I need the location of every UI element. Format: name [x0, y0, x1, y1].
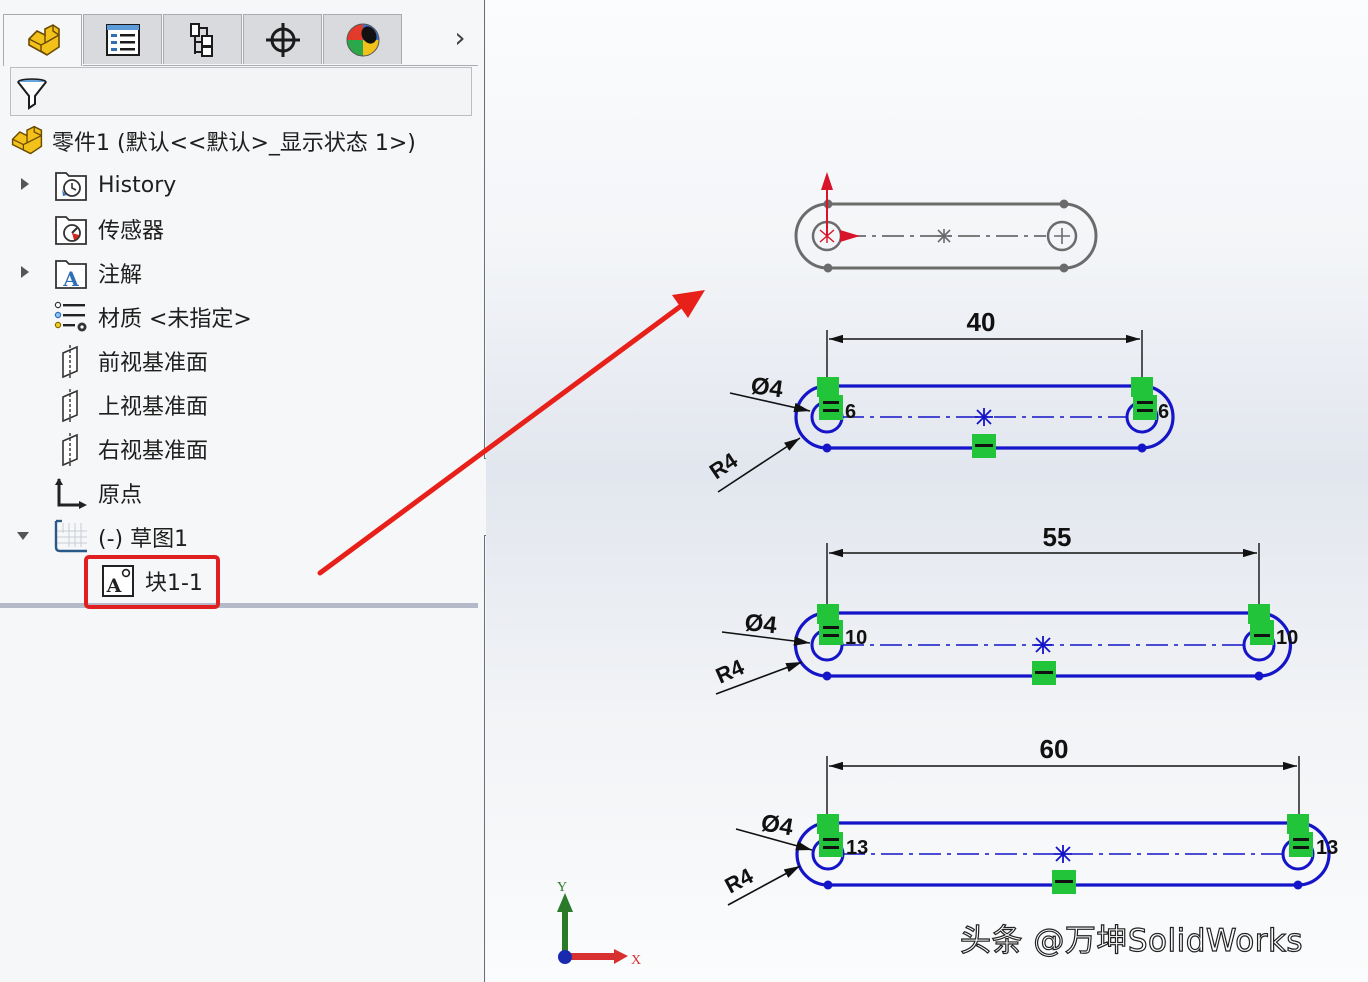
- plane-icon: [62, 433, 78, 467]
- propertymanager-tab[interactable]: [83, 14, 162, 64]
- sensors-folder-icon: [55, 216, 87, 245]
- svg-text:A: A: [106, 575, 122, 597]
- relation-markers: [817, 604, 1274, 685]
- svg-text:40: 40: [967, 307, 996, 337]
- annotations-folder-icon: A: [55, 260, 87, 291]
- appearance-ball-icon: [346, 23, 379, 56]
- tree-item-label: History: [98, 172, 177, 198]
- origin-red-triad: [819, 172, 860, 243]
- tree-item-label: 原点: [98, 483, 143, 508]
- svg-text:10: 10: [845, 627, 867, 649]
- svg-text:60: 60: [1040, 734, 1069, 764]
- expand-caret-icon[interactable]: [18, 265, 32, 279]
- block-preview: [794, 199, 1098, 273]
- tree-item-annotations[interactable]: A 注解: [52, 253, 142, 293]
- history-folder-icon: [55, 172, 87, 201]
- tree-item-label: 块1-1: [145, 571, 203, 596]
- tree-item-front-plane[interactable]: 前视基准面: [52, 341, 208, 381]
- tree-item-block1-1[interactable]: A 块1-1: [99, 561, 203, 601]
- featuremanager-panel: › 零件1 (默认<<默认>_显示状态 1>): [0, 0, 485, 982]
- relation-markers: [817, 377, 1157, 458]
- svg-text:Ø4: Ø4: [749, 372, 785, 403]
- dimxpertmanager-tab[interactable]: [243, 14, 322, 64]
- tree-bottom-divider: [0, 603, 478, 608]
- tree-item-sensors[interactable]: 传感器: [52, 209, 164, 249]
- tree-item-right-plane[interactable]: 右视基准面: [52, 429, 208, 469]
- svg-text:A: A: [62, 267, 79, 291]
- plane-icon: [62, 345, 78, 379]
- reference-triad: Y X: [557, 880, 641, 968]
- annotation-arrow: [317, 290, 705, 576]
- tab-divider: [83, 65, 478, 66]
- configuration-tree-icon: [189, 22, 213, 57]
- svg-text:Ø4: Ø4: [743, 609, 778, 639]
- tree-filter-box[interactable]: [10, 67, 472, 116]
- tree-item-label: 材质 <未指定>: [98, 307, 252, 332]
- graphics-area[interactable]: [486, 0, 1368, 982]
- svg-text:13: 13: [846, 837, 868, 859]
- tree-item-label: 前视基准面: [98, 351, 209, 376]
- part-icon: [27, 23, 60, 56]
- collapse-caret-icon[interactable]: [16, 529, 30, 543]
- configurationmanager-tab[interactable]: [163, 14, 242, 64]
- svg-text:6: 6: [845, 401, 856, 423]
- svg-text:10: 10: [1276, 627, 1298, 649]
- displaymanager-tab[interactable]: [323, 14, 402, 64]
- expand-caret-icon[interactable]: [18, 177, 32, 191]
- sketch-instance-2[interactable]: 55 Ø4 R4 10 10: [712, 522, 1298, 695]
- tree-item-origin[interactable]: 原点: [52, 473, 142, 513]
- crosshair-icon: [265, 22, 300, 57]
- tree-root-label: 零件1 (默认<<默认>_显示状态 1>): [52, 131, 416, 156]
- svg-text:13: 13: [1316, 837, 1338, 859]
- tree-item-label: 上视基准面: [98, 395, 209, 420]
- svg-text:55: 55: [1043, 522, 1072, 552]
- tree-item-label: 传感器: [98, 219, 165, 244]
- svg-text:Ø4: Ø4: [759, 809, 796, 841]
- tree-item-material[interactable]: 材质 <未指定>: [52, 297, 252, 337]
- watermark-text: 头条 @万坤SolidWorks: [959, 922, 1304, 959]
- sketch-instance-1[interactable]: 40 Ø4 R4 6 6: [705, 307, 1175, 493]
- tree-item-label: 注解: [98, 263, 143, 288]
- material-icon: [54, 301, 87, 332]
- tree-item-sketch1[interactable]: (-) 草图1: [52, 517, 188, 557]
- block-icon: A: [102, 565, 134, 597]
- svg-text:Y: Y: [557, 880, 567, 895]
- sketch-icon: [54, 519, 87, 553]
- manager-tabs: [3, 14, 403, 66]
- origin-icon: [55, 478, 87, 509]
- tree-item-label: 右视基准面: [98, 439, 209, 464]
- svg-text:6: 6: [1158, 401, 1169, 423]
- relation-markers: [817, 814, 1313, 894]
- tree-item-history[interactable]: History: [52, 165, 176, 205]
- svg-text:R4: R4: [721, 863, 758, 899]
- more-tabs-chevron-icon[interactable]: ›: [454, 20, 466, 54]
- plane-icon: [62, 389, 78, 423]
- property-list-icon: [105, 23, 140, 56]
- tree-item-label: (-) 草图1: [98, 527, 189, 552]
- sketch-instance-3[interactable]: 60 Ø4 R4 13 13: [721, 734, 1339, 906]
- block-highlight-box: [84, 555, 220, 609]
- svg-text:X: X: [631, 953, 641, 968]
- tree-item-top-plane[interactable]: 上视基准面: [52, 385, 208, 425]
- filter-funnel-icon: [17, 78, 47, 110]
- tree-root-part[interactable]: 零件1 (默认<<默认>_显示状态 1>): [8, 121, 416, 161]
- featuremanager-tab[interactable]: [3, 14, 82, 66]
- part-icon: [11, 125, 43, 155]
